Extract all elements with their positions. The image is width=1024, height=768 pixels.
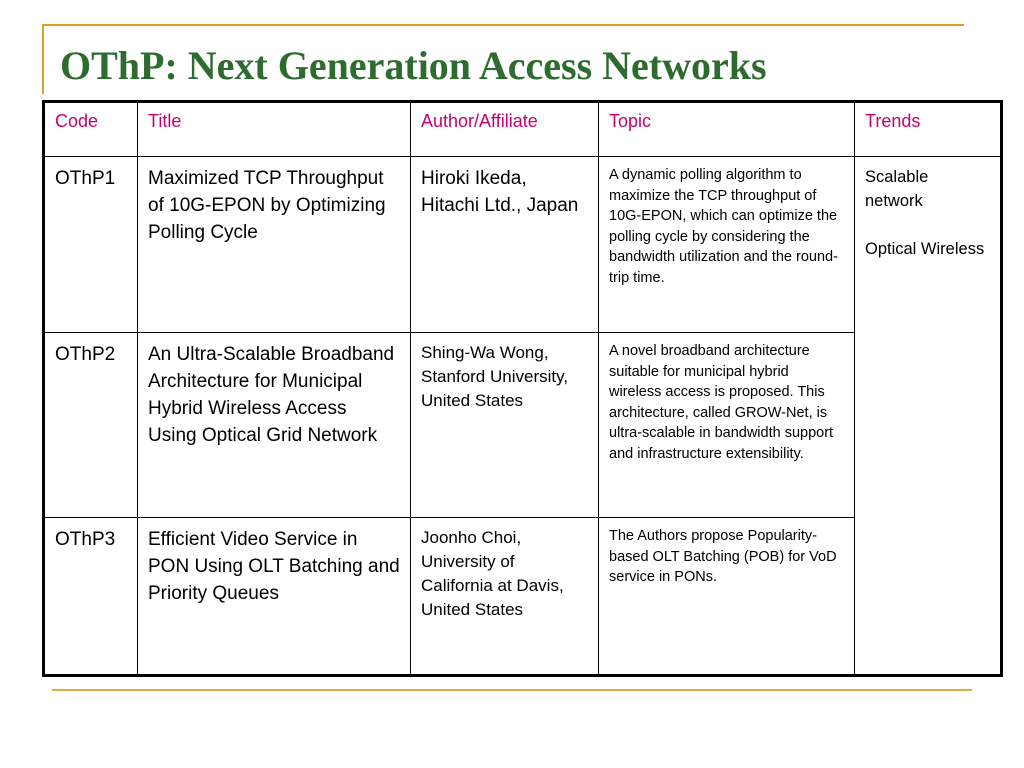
trends-cell: Scalable network Optical Wireless <box>854 156 1002 676</box>
row-title: Maximized TCP Throughput of 10G-EPON by … <box>137 156 411 333</box>
table-row: OThP2 An Ultra-Scalable Broadband Archit… <box>43 332 1002 518</box>
header-trends: Trends <box>854 101 1002 157</box>
bottom-accent-rule <box>52 689 972 691</box>
trend-item: Optical Wireless <box>865 240 985 258</box>
row-title: Efficient Video Service in PON Using OLT… <box>137 517 411 676</box>
header-author: Author/Affiliate <box>410 101 599 157</box>
row-topic: A novel broadband architecture suitable … <box>598 332 855 518</box>
table-header-row: Code Title Author/Affiliate Topic Trends <box>43 101 1002 157</box>
top-accent-rule <box>42 24 964 26</box>
header-topic: Topic <box>598 101 855 157</box>
slide-title: OThP: Next Generation Access Networks <box>60 43 767 88</box>
talks-table: Code Title Author/Affiliate Topic Trends… <box>42 100 1003 677</box>
row-author: Shing-Wa Wong, Stanford University, Unit… <box>410 332 599 518</box>
table-row: OThP3 Efficient Video Service in PON Usi… <box>43 517 1002 676</box>
row-code: OThP3 <box>43 517 138 676</box>
row-title: An Ultra-Scalable Broadband Architecture… <box>137 332 411 518</box>
row-code: OThP2 <box>43 332 138 518</box>
row-topic: A dynamic polling algorithm to maximize … <box>598 156 855 333</box>
table-row: OThP1 Maximized TCP Throughput of 10G-EP… <box>43 156 1002 676</box>
row-author: Hiroki Ikeda, Hitachi Ltd., Japan <box>410 156 599 333</box>
left-accent-rule <box>42 24 44 94</box>
trend-item: Scalable network <box>865 168 929 210</box>
header-code: Code <box>43 101 138 157</box>
header-title: Title <box>137 101 411 157</box>
row-author: Joonho Choi, University of California at… <box>410 517 599 676</box>
row-topic: The Authors propose Popularity-based OLT… <box>598 517 855 676</box>
row-code: OThP1 <box>43 156 138 333</box>
